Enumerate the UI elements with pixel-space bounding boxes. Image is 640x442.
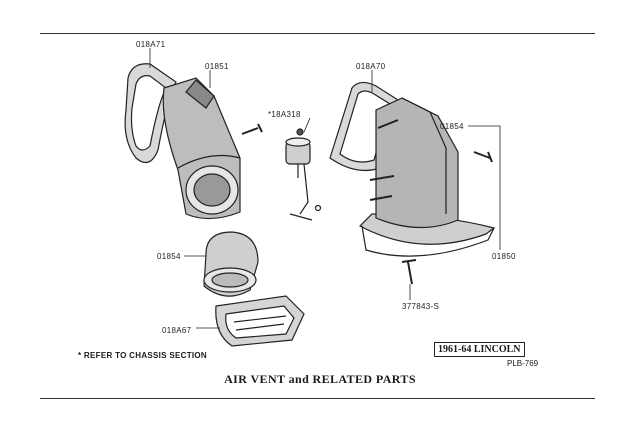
footnote: * REFER TO CHASSIS SECTION bbox=[78, 351, 208, 360]
callout-018a67: 018A67 bbox=[162, 326, 192, 335]
screw-377843s bbox=[401, 259, 417, 285]
callout-01851: 01851 bbox=[205, 62, 229, 71]
top-rule bbox=[40, 33, 595, 34]
page-title: AIR VENT and RELATED PARTS bbox=[224, 372, 416, 386]
housing-01850 bbox=[359, 97, 496, 257]
bezel-018a67 bbox=[215, 295, 305, 347]
callout-01850: 01850 bbox=[492, 252, 516, 261]
callout-18a318: *18A318 bbox=[268, 110, 301, 119]
callout-018a70: 018A70 bbox=[356, 62, 386, 71]
bolt-housing bbox=[473, 151, 493, 163]
bottom-rule bbox=[40, 398, 595, 399]
duct-01851 bbox=[162, 77, 241, 220]
plate-number: PLB-769 bbox=[507, 359, 539, 368]
sleeve-01854 bbox=[203, 231, 259, 297]
actuator-18a318 bbox=[285, 128, 322, 221]
callout-01854-housing: 01854 bbox=[440, 122, 464, 131]
callout-377843s: 377843-S bbox=[402, 302, 440, 311]
bolt-duct bbox=[241, 123, 263, 135]
callout-01854-sleeve: 01854 bbox=[157, 252, 181, 261]
model-label: 1961-64 LINCOLN bbox=[434, 342, 525, 357]
callout-018a71: 018A71 bbox=[136, 40, 166, 49]
